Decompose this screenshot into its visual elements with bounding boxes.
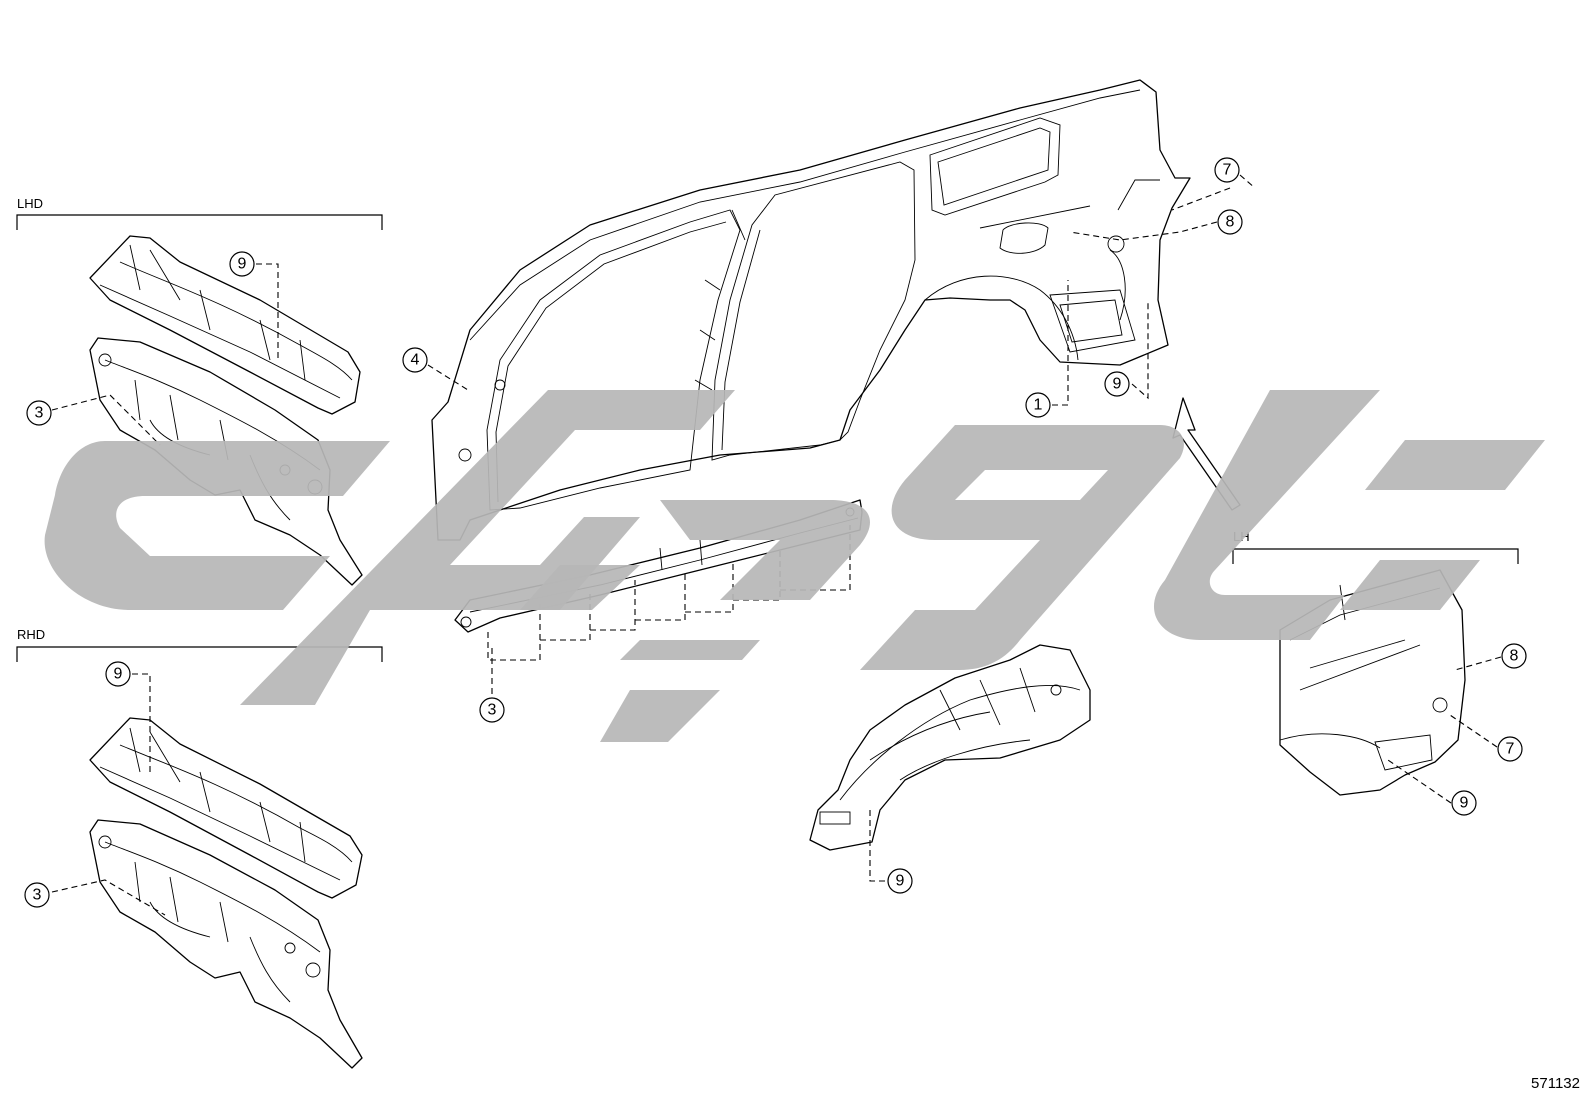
lhd-label: LHD <box>17 196 43 211</box>
callout-3-rhd: 3 <box>24 879 166 916</box>
callout-9-rhd-number: 9 <box>114 666 123 683</box>
callout-8-lh: 8 <box>1454 643 1527 671</box>
callout-9-main: 9 <box>1104 300 1149 400</box>
rhd-bracket <box>16 646 383 662</box>
watermark-logo <box>44 390 1545 742</box>
callout-9-lhd: 9 <box>229 251 279 358</box>
rear-wheelhouse-inner <box>809 644 1091 851</box>
callout-9-wheelhouse: 9 <box>869 810 913 894</box>
callout-9-rhd: 9 <box>105 661 151 775</box>
callout-8-lh-number: 8 <box>1510 648 1519 665</box>
callout-9-lh: 9 <box>1384 757 1477 816</box>
callout-7-main: 7 <box>1171 157 1256 211</box>
rhd-cowl-panel <box>89 717 363 899</box>
callout-7-lh: 7 <box>1449 714 1523 762</box>
callout-3-lhd-number: 3 <box>35 405 44 422</box>
callout-3-rocker-number: 3 <box>488 702 497 719</box>
callout-1: 1 <box>1025 280 1069 418</box>
callout-3-lhd: 3 <box>26 394 161 446</box>
body-side-outer-panel <box>431 79 1191 541</box>
callout-4: 4 <box>402 347 469 391</box>
lhd-bracket <box>16 214 383 230</box>
callout-9-wheelhouse-number: 9 <box>896 873 905 890</box>
callout-8-main-number: 8 <box>1226 214 1235 231</box>
callout-9-lh-number: 9 <box>1460 795 1469 812</box>
rhd-label: RHD <box>17 627 45 642</box>
rhd-dash-panel <box>89 819 363 1069</box>
callout-9-lhd-number: 9 <box>238 256 247 273</box>
lhd-cowl-panel <box>89 235 361 415</box>
callout-7-main-number: 7 <box>1223 162 1232 179</box>
callout-3-rocker: 3 <box>479 648 505 723</box>
illustration-number: 571132 <box>1531 1075 1580 1092</box>
callout-4-number: 4 <box>411 352 420 369</box>
callout-9-main-number: 9 <box>1113 376 1122 393</box>
callout-7-lh-number: 7 <box>1506 741 1515 758</box>
lh-bracket <box>1232 548 1519 564</box>
rhd-section: RHD 9 3 <box>16 627 383 1069</box>
callout-1-number: 1 <box>1034 397 1043 414</box>
callout-3-rhd-number: 3 <box>33 887 42 904</box>
callout-8-main: 8 <box>1069 209 1243 241</box>
